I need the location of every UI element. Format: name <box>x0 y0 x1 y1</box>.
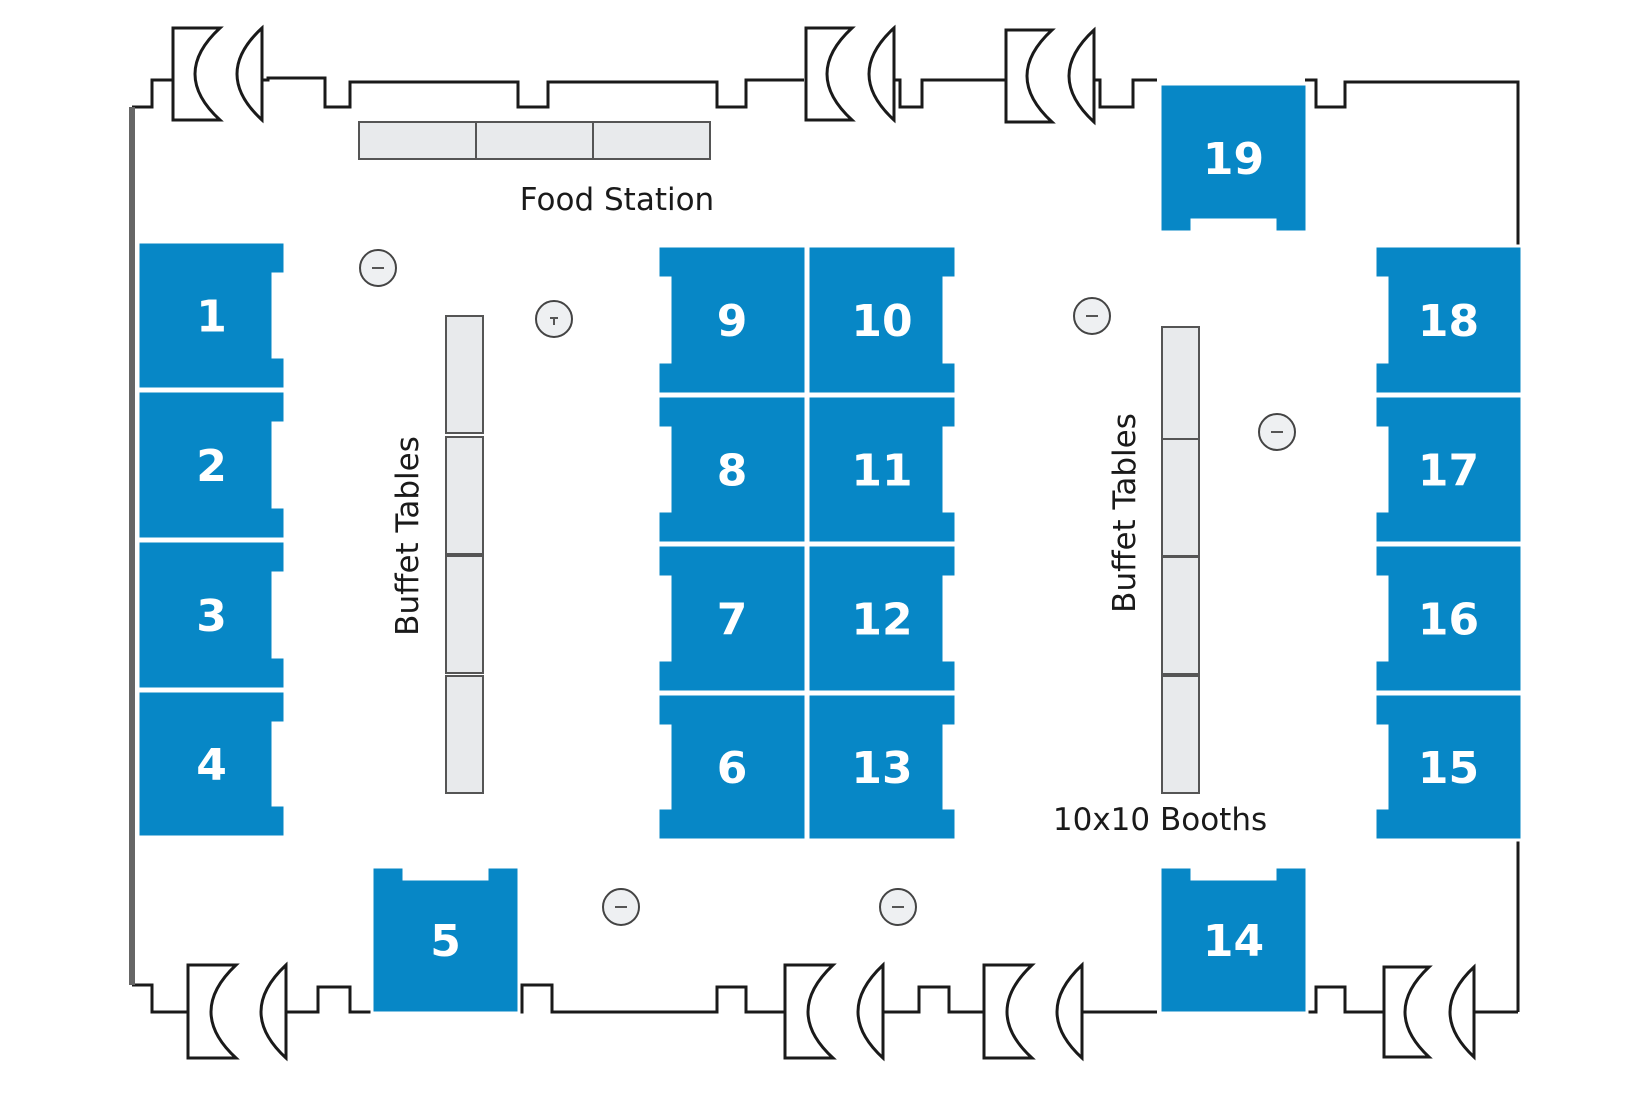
booth-size-label: 10x10 Booths <box>1053 802 1267 838</box>
booth-7[interactable]: 7 <box>656 543 808 694</box>
buffet-table <box>1161 438 1200 557</box>
booth-12[interactable]: 12 <box>806 543 958 694</box>
food-table <box>475 121 594 160</box>
booth-number: 15 <box>1418 743 1479 794</box>
booth-number: 2 <box>196 441 227 492</box>
booth-14[interactable]: 14 <box>1158 865 1309 1015</box>
booth-number: 14 <box>1203 916 1264 967</box>
booth-number: 7 <box>717 595 748 646</box>
booth-shape[interactable] <box>1373 692 1524 842</box>
booth-number: 12 <box>851 595 912 646</box>
booth-9[interactable]: 9 <box>656 244 808 396</box>
pillar-icon <box>535 300 573 338</box>
booth-number: 1 <box>196 292 227 343</box>
booth-number: 11 <box>851 446 912 497</box>
booth-shape[interactable] <box>1158 865 1309 1015</box>
pillar-icon <box>1258 413 1296 451</box>
booth-18[interactable]: 18 <box>1373 244 1524 396</box>
booth-19[interactable]: 19 <box>1158 82 1309 234</box>
door-icon <box>186 961 288 1062</box>
door-icon <box>982 961 1084 1062</box>
buffet-table <box>445 675 484 794</box>
buffet-table <box>1161 326 1200 440</box>
pillar-icon <box>359 249 397 287</box>
buffet-tables-label-right: Buffet Tables <box>1107 413 1143 613</box>
door-icon <box>1004 26 1096 126</box>
doors <box>171 24 1476 1062</box>
buffet-table <box>1161 556 1200 675</box>
booth-number: 9 <box>717 296 748 347</box>
booth-shape[interactable] <box>370 865 521 1015</box>
buffet-table <box>445 315 484 434</box>
door-icon <box>783 961 885 1062</box>
buffet-table <box>445 436 484 555</box>
booth-shape[interactable] <box>1373 394 1524 545</box>
booth-number: 10 <box>851 296 912 347</box>
booth-16[interactable]: 16 <box>1373 543 1524 694</box>
booth-shape[interactable] <box>656 692 808 842</box>
booth-number: 5 <box>430 916 461 967</box>
booth-number: 8 <box>717 446 748 497</box>
booth-15[interactable]: 15 <box>1373 692 1524 842</box>
room-walls <box>129 76 1520 1014</box>
bottom-wall <box>132 983 1518 1014</box>
door-icon <box>171 24 264 124</box>
pillar-icon <box>879 888 917 926</box>
booth-shape[interactable] <box>1373 543 1524 694</box>
booth-3[interactable]: 3 <box>136 539 287 691</box>
food-table <box>358 121 477 160</box>
booth-shape[interactable] <box>806 394 958 545</box>
booth-17[interactable]: 17 <box>1373 394 1524 545</box>
booth-shape[interactable] <box>1373 244 1524 396</box>
booth-number: 6 <box>717 743 748 794</box>
booth-6[interactable]: 6 <box>656 692 808 842</box>
booth-shape[interactable] <box>1158 82 1309 234</box>
booth-8[interactable]: 8 <box>656 394 808 545</box>
booth-11[interactable]: 11 <box>806 394 958 545</box>
booth-shape[interactable] <box>136 539 287 691</box>
buffet-table <box>1161 675 1200 794</box>
buffet-tables-left <box>445 315 484 794</box>
pillar-icon <box>602 888 640 926</box>
booth-number: 16 <box>1418 595 1479 646</box>
booth-10[interactable]: 10 <box>806 244 958 396</box>
pillar-icon <box>1073 297 1111 335</box>
pillars <box>359 249 1296 926</box>
booth-4[interactable]: 4 <box>136 689 287 839</box>
buffet-tables-label-left: Buffet Tables <box>390 436 426 636</box>
buffet-tables-right <box>1161 326 1200 794</box>
booth-number: 3 <box>196 591 227 642</box>
top-wall <box>132 76 1520 1012</box>
food-station-label: Food Station <box>520 182 714 218</box>
food-table <box>592 121 711 160</box>
booth-shape[interactable] <box>656 244 808 396</box>
booth-2[interactable]: 2 <box>136 389 287 541</box>
booth-shape[interactable] <box>806 543 958 694</box>
food-station-tables <box>358 121 711 160</box>
booth-number: 18 <box>1418 296 1479 347</box>
booth-shape[interactable] <box>136 389 287 541</box>
booth-5[interactable]: 5 <box>370 865 521 1015</box>
booth-number: 13 <box>851 743 912 794</box>
booth-number: 4 <box>196 740 227 791</box>
booth-number: 17 <box>1418 446 1479 497</box>
door-icon <box>1382 963 1476 1061</box>
booth-shape[interactable] <box>806 692 958 842</box>
booth-shape[interactable] <box>136 689 287 839</box>
booth-number: 19 <box>1203 134 1264 185</box>
booth-shape[interactable] <box>806 244 958 396</box>
booth-shape[interactable] <box>656 543 808 694</box>
booth-13[interactable]: 13 <box>806 692 958 842</box>
booth-shape[interactable] <box>656 394 808 545</box>
booth-1[interactable]: 1 <box>136 240 287 391</box>
booth-shape[interactable] <box>136 240 287 391</box>
door-icon <box>804 24 896 124</box>
buffet-table <box>445 555 484 674</box>
